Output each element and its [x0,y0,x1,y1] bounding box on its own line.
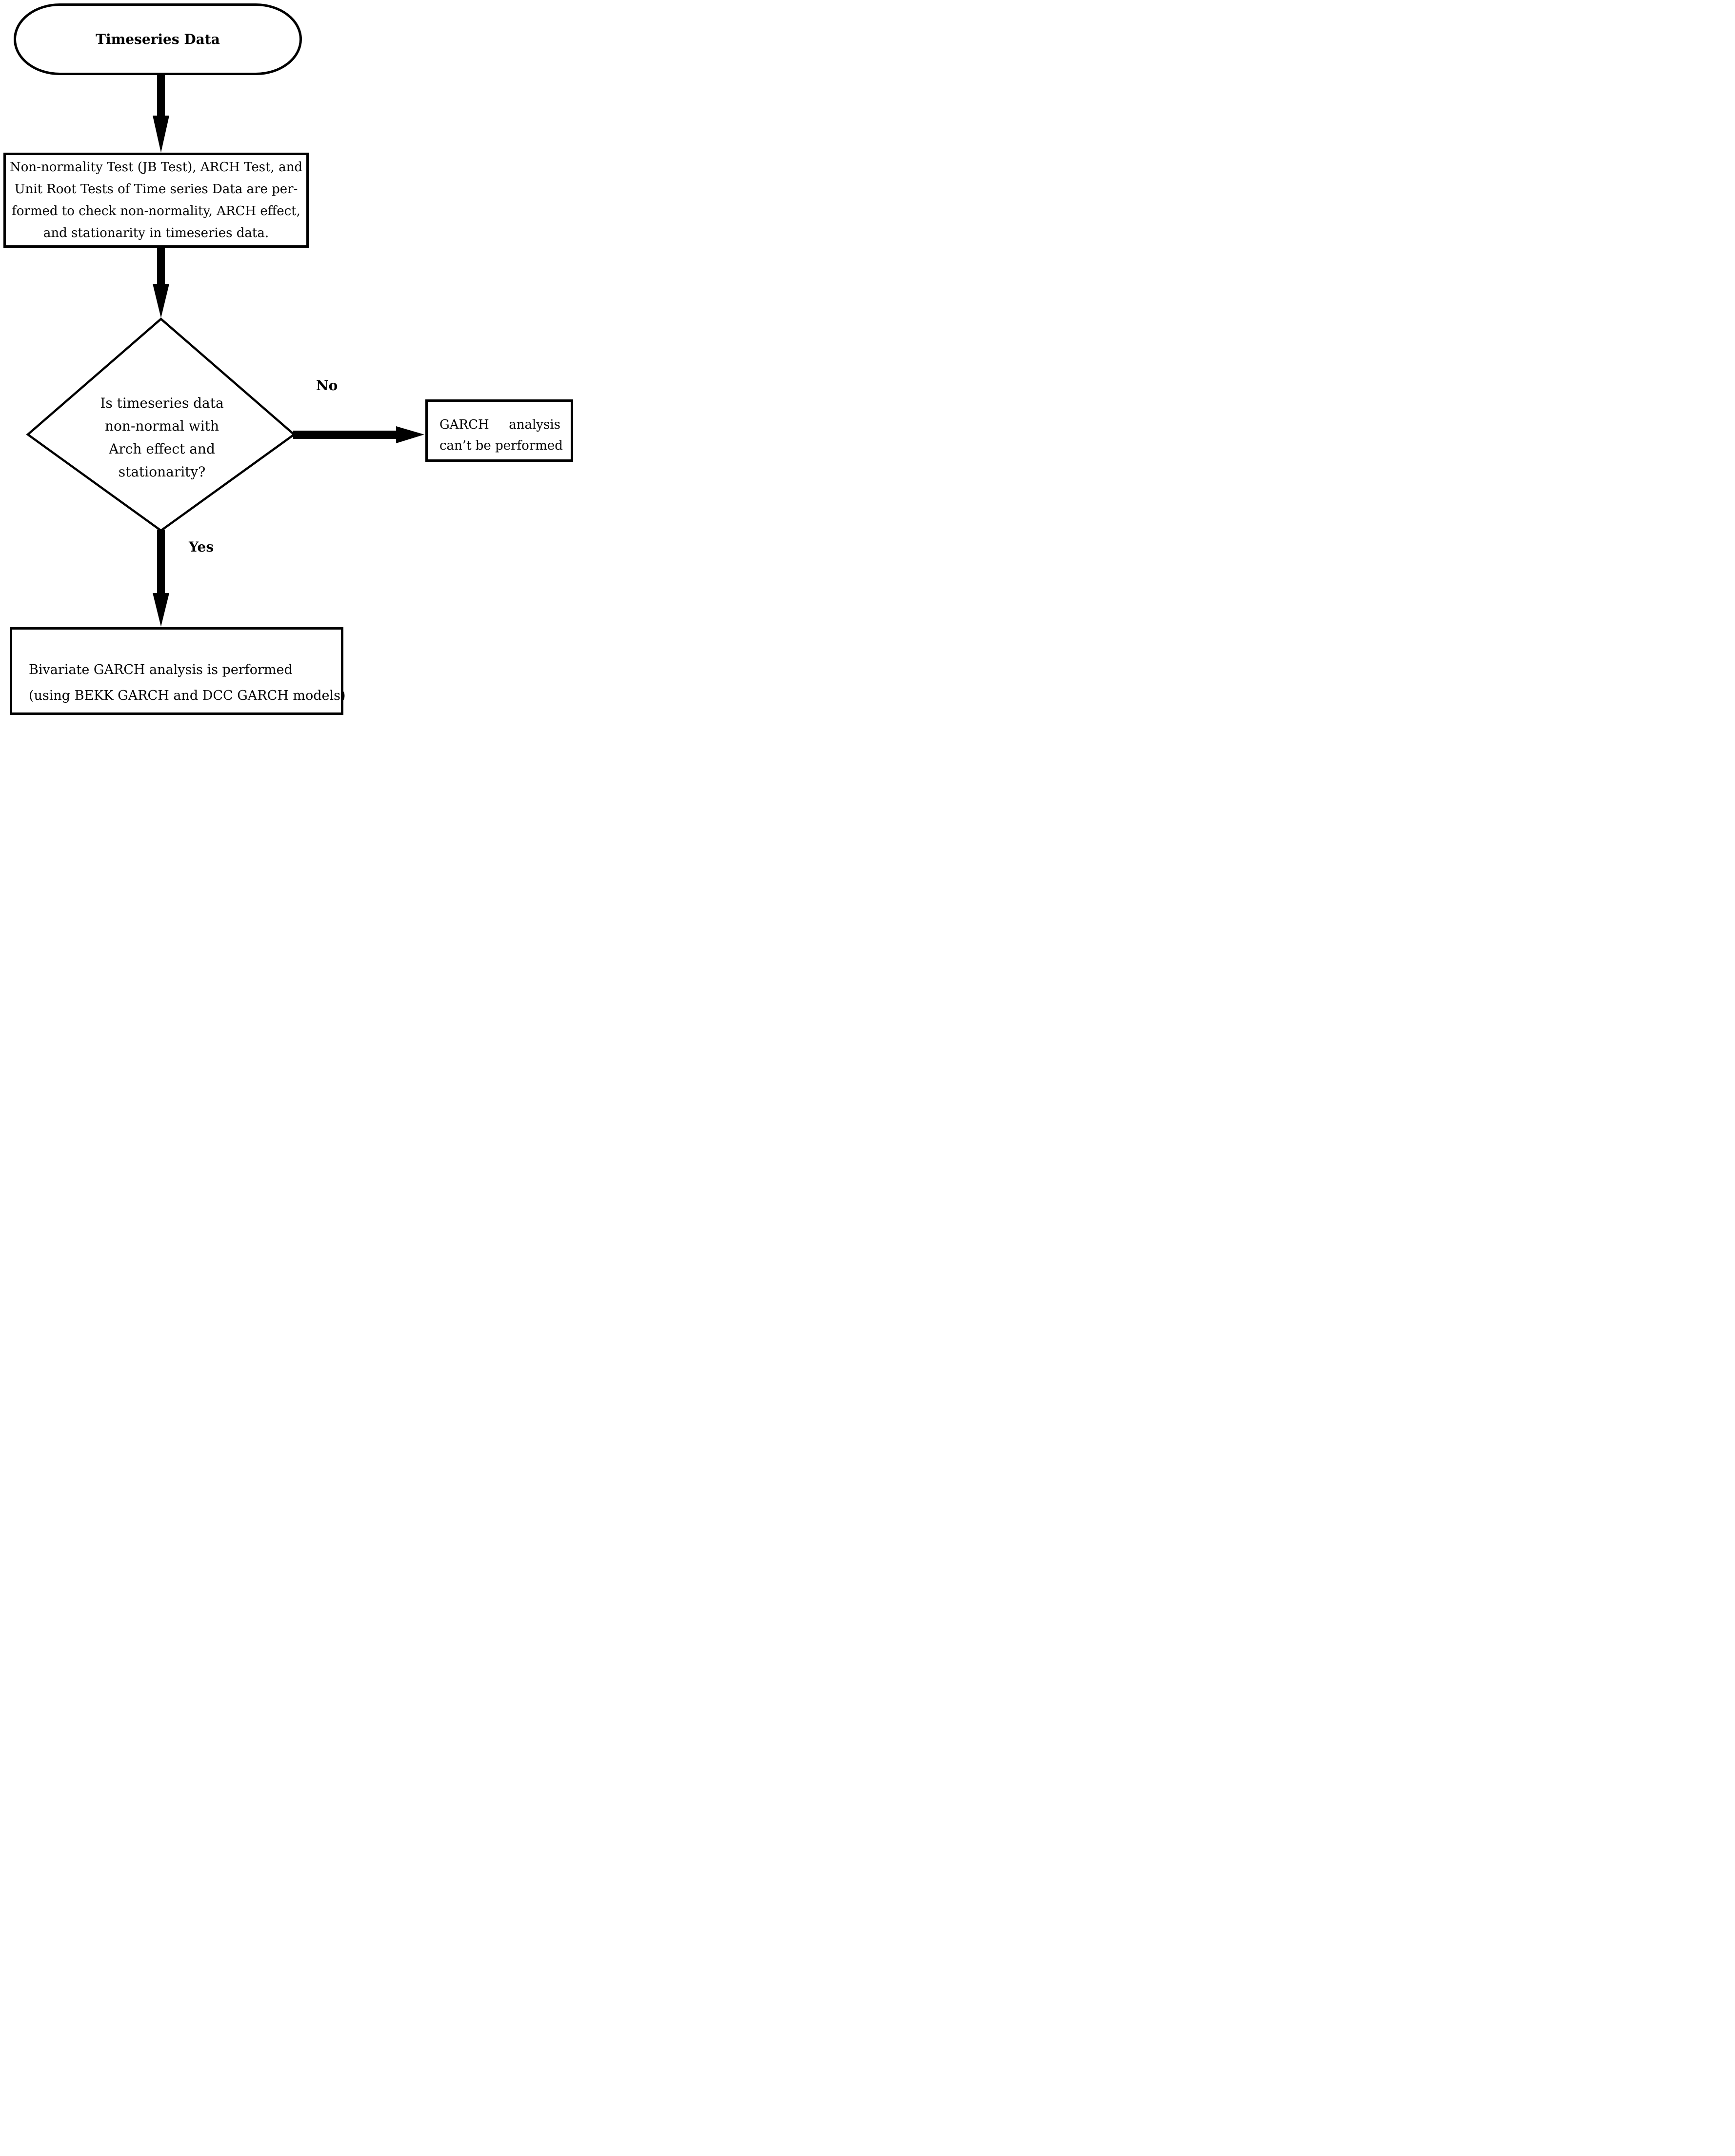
node-start-terminator: Timeseries Data [14,3,302,75]
node-decision-label: Is timeseries data non-normal with Arch … [64,392,259,483]
garch-fail-line2: can’t be performed [439,438,563,453]
start-label: Timeseries Data [96,31,220,47]
arrow-down-decision-to-ok-icon [153,530,169,627]
flowchart-connectors [26,73,424,627]
flowchart-canvas: Timeseries Data Non-normality Test (JB T… [0,0,578,719]
tests-line: and stationarity in timeseries data. [43,225,269,240]
decision-line: stationarity? [118,464,206,480]
edge-label-no: No [316,377,338,394]
garch-ok-line: (using BEKK GARCH and DCC GARCH models) [29,688,346,703]
node-garch-ok-process: Bivariate GARCH analysis is performed (u… [10,627,346,715]
tests-line: Unit Root Tests of Time series Data are … [14,181,298,197]
arrow-down-tests-to-decision-icon [153,245,169,318]
decision-line: Arch effect and [109,441,215,457]
decision-line: non-normal with [105,418,219,434]
tests-line: Non-normality Test (JB Test), ARCH Test,… [10,159,302,175]
edge-label-yes: Yes [189,539,214,555]
tests-line: formed to check non-normality, ARCH effe… [12,203,300,218]
arrow-right-decision-to-fail-icon [293,426,424,443]
decision-line: Is timeseries data [100,395,224,411]
garch-fail-line1: GARCH analysis [439,415,560,435]
node-tests-process: Non-normality Test (JB Test), ARCH Test,… [3,153,309,248]
garch-ok-line: Bivariate GARCH analysis is performed [29,662,293,677]
node-garch-fail-process: GARCH analysis can’t be performed [425,399,573,462]
garch-fail-word2: analysis [509,417,560,432]
garch-fail-word1: GARCH [439,417,489,432]
arrow-down-start-to-tests-icon [153,73,169,153]
